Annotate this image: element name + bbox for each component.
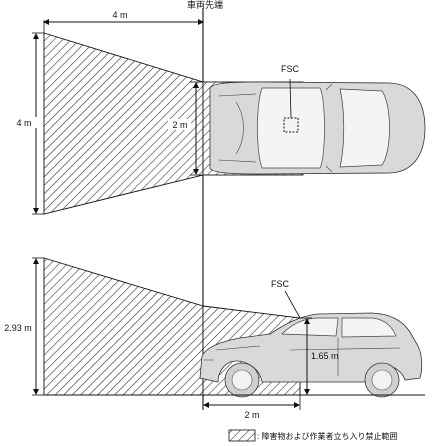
top-width-label: 4 m xyxy=(112,10,127,20)
side-height-label-bg xyxy=(3,322,34,333)
legend-text: : 障害物および作業者立ち入り禁止範囲 xyxy=(257,431,397,441)
vehicle-front-label: 車両先端 xyxy=(187,0,223,10)
side-sensor-label: FSC xyxy=(271,279,290,289)
top-sensor-leader xyxy=(289,78,292,119)
side-hatched-zone xyxy=(43,257,204,396)
top-inner-label-bg xyxy=(168,119,191,130)
side-view-car xyxy=(199,312,423,383)
rear-wheel-hub xyxy=(371,369,393,391)
legend-swatch xyxy=(228,429,256,442)
side-sensor-leader xyxy=(284,290,301,319)
side-height-label: 2.93 m xyxy=(4,323,32,333)
side-bottom-label: 2 m xyxy=(244,410,259,420)
top-height-label: 4 m xyxy=(16,118,31,128)
top-view-car xyxy=(209,81,426,175)
front-wheel-hub xyxy=(231,369,253,391)
top-inner-label: 2 m xyxy=(172,120,187,130)
top-sensor-label: FSC xyxy=(281,64,300,74)
top-height-label-bg xyxy=(14,117,38,128)
side-sensor-height-label: 1.65 m xyxy=(311,351,339,361)
